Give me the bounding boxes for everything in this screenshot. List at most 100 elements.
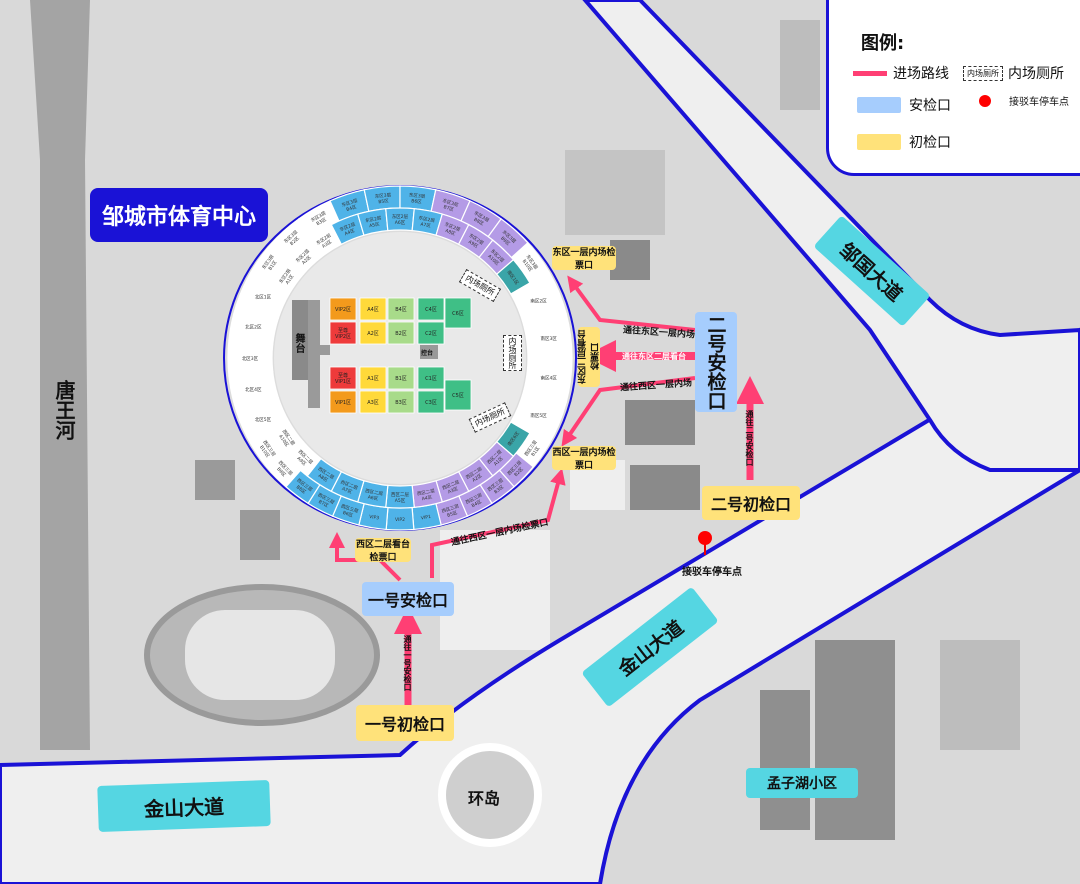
river bbox=[30, 0, 90, 750]
stand-section-label: 东区3层B4区 bbox=[341, 197, 361, 214]
field-block bbox=[387, 366, 415, 390]
stage bbox=[292, 300, 308, 380]
stand-section-label: 西区三层B5区 bbox=[441, 503, 462, 520]
venue-title: 邹城市体育中心 bbox=[90, 188, 268, 242]
legend-security-label: 安检口 bbox=[909, 98, 951, 114]
security-gate-2: 二号安检口 bbox=[695, 312, 737, 412]
field bbox=[274, 232, 526, 484]
legend-precheck-label: 初检口 bbox=[909, 135, 951, 151]
field-block bbox=[387, 390, 415, 414]
console bbox=[420, 345, 438, 359]
stand-section-label: 东区2层A7区 bbox=[417, 214, 436, 230]
precheck-gate-1: 一号初检口 bbox=[356, 705, 454, 741]
stand-section-label: 西区二层A6区 bbox=[364, 488, 384, 503]
field-block-label: B1区 bbox=[395, 376, 407, 382]
route-label-east-2f: 通往东区二层看台 bbox=[622, 352, 686, 361]
field-block-label: B4区 bbox=[395, 307, 407, 313]
stand-section-label: VIP2 bbox=[395, 517, 405, 523]
field-block bbox=[359, 366, 387, 390]
legend-heading: 图例: bbox=[861, 33, 905, 54]
field-block bbox=[329, 366, 357, 390]
toilet-tag: 内场厕所 bbox=[963, 65, 1003, 81]
field-block bbox=[359, 297, 387, 321]
field-block-label: A4区 bbox=[367, 307, 379, 313]
field-block-label: A2区 bbox=[367, 331, 379, 337]
road-label-jinshan: 金山大道 bbox=[97, 780, 271, 832]
field-block bbox=[387, 297, 415, 321]
gate-west-2f: 西区二层看台检票口 bbox=[355, 538, 411, 563]
stage-extension bbox=[320, 345, 330, 355]
stand-section-label: 西区二层A4区 bbox=[417, 488, 437, 503]
roundabout bbox=[438, 743, 542, 847]
gate-east-2f: 东区二层看台检票口 bbox=[578, 327, 601, 387]
route-label-sec2: 通往二号安检口 bbox=[745, 410, 754, 466]
shuttle-pin bbox=[698, 531, 712, 545]
stands: 东区3层B1区东区3层B2区东区3层B3区东区3层B4区东区3层B5区东区3层B… bbox=[227, 185, 573, 531]
field-block-label: C3区 bbox=[425, 400, 437, 406]
field-block-label: A1区 bbox=[367, 376, 379, 382]
pin-icon bbox=[979, 94, 991, 107]
precheck-gate-2: 二号初检口 bbox=[702, 486, 800, 520]
field-block-label: C5区 bbox=[452, 393, 464, 399]
stand-section-label: 北区5区 bbox=[255, 416, 272, 423]
legend-toilet-label: 内场厕所 bbox=[1008, 66, 1064, 82]
field-block-label: C4区 bbox=[425, 307, 437, 313]
stand-section-label: VIP1 bbox=[421, 514, 432, 522]
buildings bbox=[195, 20, 1020, 840]
stand-section-label: 南区4区 bbox=[541, 374, 558, 381]
field-block-label: C2区 bbox=[425, 331, 437, 337]
security-gate-1: 一号安检口 bbox=[362, 582, 454, 616]
legend-shuttle: 接驳车停车点 bbox=[979, 93, 1069, 108]
legend-shuttle-label: 接驳车停车点 bbox=[1009, 97, 1069, 108]
route-label-sec1: 通往一号安检口 bbox=[403, 635, 412, 691]
field-block bbox=[387, 321, 415, 345]
toilet-2: 内场厕所 bbox=[503, 335, 522, 371]
stand-section-label: 东区3层B6区 bbox=[408, 191, 426, 205]
stand-section-label: 北区2区 bbox=[245, 324, 262, 331]
stand-section-label: 南区2区 bbox=[530, 297, 547, 304]
gate-east-inner: 东区一层内场检票口 bbox=[552, 246, 616, 271]
gate-west-inner: 西区一层内场检票口 bbox=[552, 446, 616, 471]
legend-security: 安检口 bbox=[857, 95, 951, 115]
stand-section bbox=[235, 271, 290, 320]
field-block-label: B2区 bbox=[395, 331, 407, 337]
stand-section-label: 东区2层A5区 bbox=[365, 214, 384, 230]
stage-runway bbox=[308, 300, 320, 408]
field-block bbox=[329, 321, 357, 345]
route-arrow-icon bbox=[853, 70, 887, 76]
field-block bbox=[359, 321, 387, 345]
stand-section-label: 北区1区 bbox=[255, 294, 272, 301]
legend: 图例: 进场路线 内场厕所内场厕所 安检口 接驳车停车点 初检口 bbox=[826, 0, 1080, 176]
field-block bbox=[444, 379, 472, 411]
field-block-label: VIP2区 bbox=[335, 307, 351, 313]
stage-label: 舞台 bbox=[293, 333, 304, 353]
stand-section-label: 北区4区 bbox=[245, 386, 262, 393]
legend-route: 进场路线 bbox=[853, 63, 949, 83]
stand-section bbox=[510, 390, 567, 445]
legend-route-label: 进场路线 bbox=[893, 66, 949, 82]
precheck-swatch bbox=[857, 134, 901, 150]
community-label: 孟子湖小区 bbox=[746, 768, 858, 798]
field-block bbox=[359, 390, 387, 414]
field-block bbox=[329, 297, 357, 321]
roundabout-label: 环岛 bbox=[468, 789, 501, 808]
field-block bbox=[417, 390, 445, 414]
stand-section-label: 南区5区 bbox=[530, 412, 547, 419]
field-block-label: B3区 bbox=[395, 400, 407, 406]
stand-section-label: 南区3区 bbox=[541, 335, 558, 342]
route-west-1f-gate bbox=[430, 468, 566, 578]
legend-precheck: 初检口 bbox=[857, 132, 951, 152]
field-block-label: C1区 bbox=[425, 376, 437, 382]
legend-toilet: 内场厕所内场厕所 bbox=[963, 63, 1064, 83]
security-swatch bbox=[857, 97, 901, 113]
sports-field bbox=[185, 610, 335, 700]
field-block bbox=[417, 321, 445, 345]
field-block bbox=[329, 390, 357, 414]
river-label: 唐王河 bbox=[52, 380, 76, 440]
field-block-label: A3区 bbox=[367, 400, 379, 406]
shuttle-label: 接驳车停车点 bbox=[682, 567, 742, 578]
